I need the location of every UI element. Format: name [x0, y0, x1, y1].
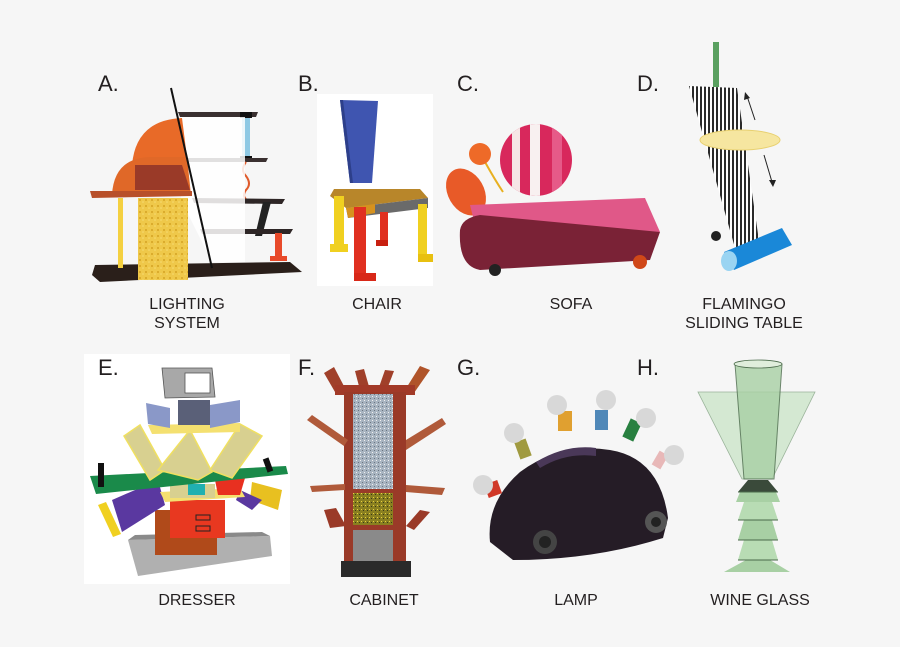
- dresser-illustration-icon: [90, 367, 288, 576]
- caption-wine-glass: WINE GLASS: [710, 592, 810, 609]
- lamp-illustration-icon: [473, 390, 684, 560]
- panel-letter-a: A.: [98, 71, 119, 96]
- panel-letter-b: B.: [298, 71, 319, 96]
- lighting-system-illustration-icon: [90, 87, 302, 282]
- panel-letter-h: H.: [637, 355, 659, 380]
- sofa-illustration-icon: [446, 124, 660, 276]
- panel-letter-d: D.: [637, 71, 659, 96]
- panel-letter-f: F.: [298, 355, 316, 380]
- wine-glass-illustration-icon: [697, 359, 816, 572]
- caption-cabinet: CABINET: [349, 592, 419, 609]
- panel-letter-e: E.: [98, 355, 119, 380]
- caption-lamp: LAMP: [554, 592, 598, 609]
- caption-chair: CHAIR: [352, 296, 402, 313]
- chair-illustration-icon: [330, 100, 433, 281]
- caption-dresser: DRESSER: [158, 592, 236, 609]
- flamingo-sliding-table-illustration-icon: [689, 42, 792, 271]
- caption-lighting-system: LIGHTING SYSTEM: [149, 296, 225, 332]
- panel-letter-g: G.: [457, 355, 481, 380]
- cabinet-illustration-icon: [307, 366, 446, 577]
- caption-flamingo-sliding-table: FLAMINGO SLIDING TABLE: [685, 296, 803, 332]
- caption-sofa: SOFA: [549, 296, 593, 313]
- panel-letter-c: C.: [457, 71, 479, 96]
